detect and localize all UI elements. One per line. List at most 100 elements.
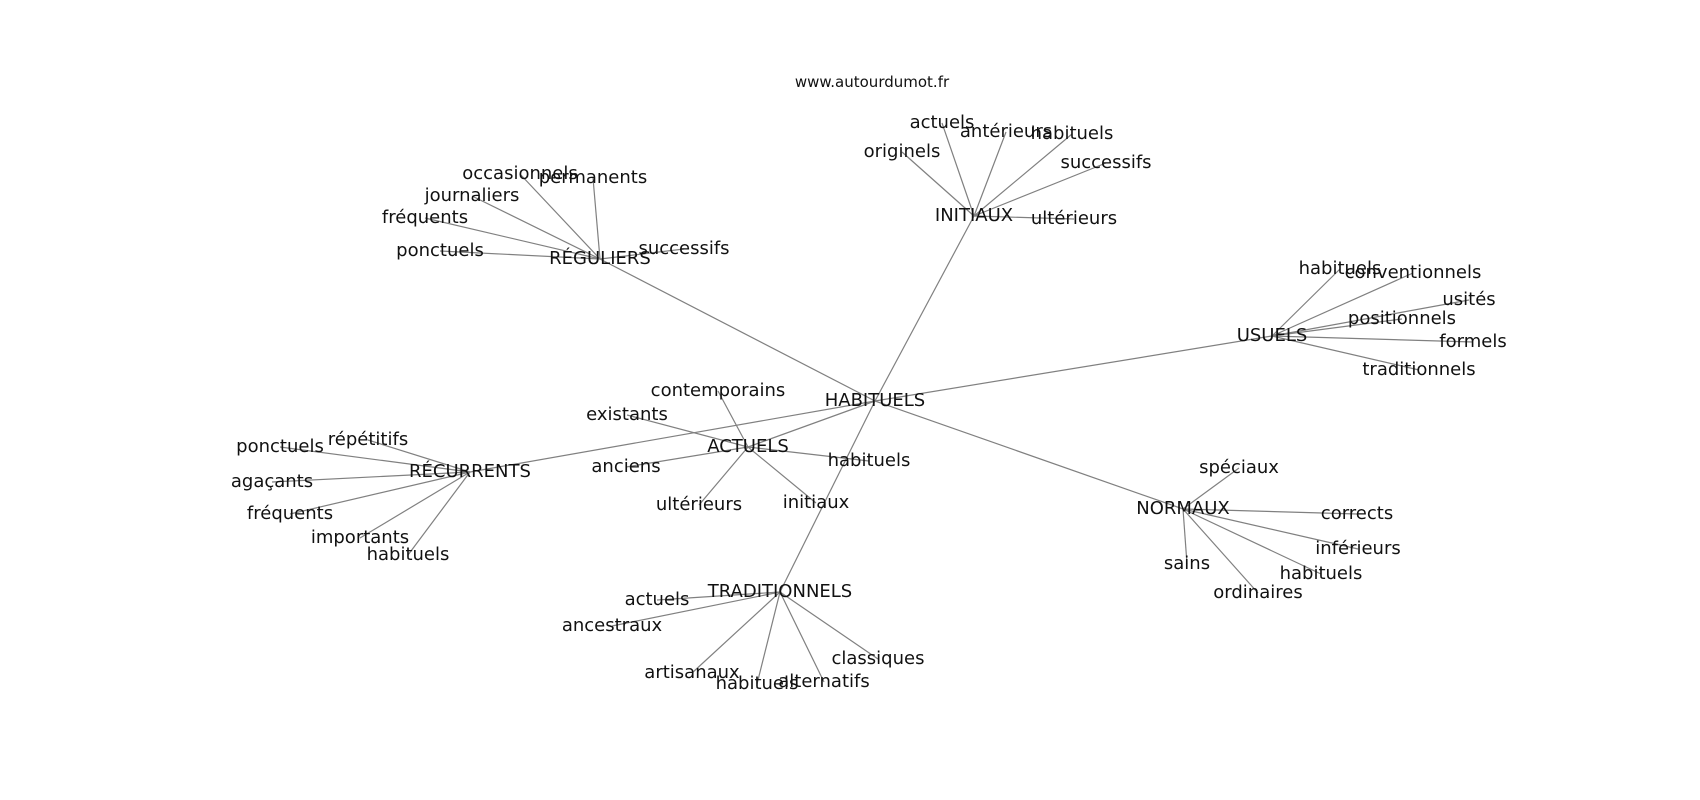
edge-actuels-child-3: [698, 446, 749, 506]
leaf-node-usuels-4[interactable]: formels: [1439, 331, 1506, 352]
leaf-node-reguliers-1[interactable]: permanents: [539, 167, 647, 188]
leaf-node-normaux-0[interactable]: spéciaux: [1199, 457, 1279, 478]
edge-normaux-child-1: [1182, 508, 1358, 515]
leaf-node-recurrents-3[interactable]: fréquents: [247, 503, 333, 524]
cluster-node-initiaux[interactable]: INITIAUX: [935, 205, 1013, 226]
watermark-text: www.autourdumot.fr: [794, 73, 950, 91]
edge-initiaux-child-4: [973, 215, 1075, 220]
leaf-node-initiaux-5[interactable]: originels: [864, 141, 941, 162]
leaf-node-traditionnels-0[interactable]: actuels: [625, 589, 690, 610]
edge-recurrents-child-2: [271, 471, 471, 483]
leaf-node-normaux-3[interactable]: sains: [1164, 553, 1210, 574]
leaf-node-reguliers-2[interactable]: journaliers: [424, 185, 520, 206]
leaf-node-traditionnels-1[interactable]: ancestraux: [562, 615, 663, 636]
leaf-node-reguliers-4[interactable]: ponctuels: [396, 240, 484, 261]
leaf-node-reguliers-5[interactable]: successifs: [638, 238, 729, 259]
edge-center-to-recurrents: [469, 400, 876, 473]
edge-recurrents-child-5: [407, 471, 471, 556]
edge-center-to-usuels: [874, 335, 1273, 402]
leaf-node-initiaux-1[interactable]: antérieurs: [960, 121, 1052, 142]
leaf-node-usuels-1[interactable]: conventionnels: [1345, 262, 1482, 283]
edge-normaux-child-5: [1182, 508, 1259, 594]
edge-actuels-child-2: [625, 446, 749, 468]
edge-center-to-actuels: [747, 400, 876, 448]
edge-traditionnels-child-1: [611, 591, 781, 627]
leaf-node-actuels-4[interactable]: initiaux: [783, 492, 850, 513]
leaf-node-recurrents-2[interactable]: agaçants: [231, 471, 313, 492]
leaf-node-recurrents-4[interactable]: importants: [311, 527, 409, 548]
edge-reguliers-child-5: [599, 248, 685, 260]
edge-actuels-child-0: [717, 390, 749, 448]
edge-center-to-initiaux: [874, 215, 975, 402]
edge-usuels-child-1: [1271, 272, 1414, 337]
leaf-node-traditionnels-5[interactable]: classiques: [832, 648, 925, 669]
leaf-node-traditionnels-2[interactable]: artisanaux: [644, 662, 740, 683]
leaf-node-initiaux-4[interactable]: ultérieurs: [1031, 208, 1117, 229]
cluster-node-normaux[interactable]: NORMAUX: [1136, 498, 1230, 519]
edge-normaux-child-3: [1182, 508, 1188, 565]
leaf-node-usuels-5[interactable]: traditionnels: [1362, 359, 1475, 380]
leaf-node-usuels-2[interactable]: usités: [1442, 289, 1495, 310]
edge-normaux-child-4: [1182, 508, 1322, 575]
edge-normaux-child-2: [1182, 508, 1359, 550]
edge-usuels-child-5: [1271, 335, 1420, 371]
cluster-node-recurrents[interactable]: RÉCURRENTS: [409, 460, 531, 482]
leaf-node-actuels-3[interactable]: ultérieurs: [656, 494, 742, 515]
leaf-node-reguliers-3[interactable]: fréquents: [382, 207, 468, 228]
edge-traditionnels-child-2: [691, 591, 781, 674]
edge-traditionnels-child-4: [779, 591, 825, 683]
edge-reguliers-child-2: [471, 195, 601, 260]
edge-reguliers-child-0: [519, 173, 601, 260]
leaf-node-initiaux-0[interactable]: actuels: [910, 112, 975, 133]
edge-initiaux-child-1: [973, 131, 1007, 217]
leaf-node-reguliers-0[interactable]: occasionnels: [462, 163, 578, 184]
leaf-node-actuels-5[interactable]: habituels: [828, 450, 911, 471]
leaf-node-recurrents-5[interactable]: habituels: [367, 544, 450, 565]
leaf-node-normaux-2[interactable]: inférieurs: [1315, 538, 1400, 559]
leaf-node-usuels-0[interactable]: habituels: [1299, 258, 1382, 279]
leaf-node-initiaux-2[interactable]: habituels: [1031, 123, 1114, 144]
leaf-node-recurrents-0[interactable]: ponctuels: [236, 436, 324, 457]
edge-usuels-child-4: [1271, 335, 1474, 343]
leaf-node-actuels-1[interactable]: existants: [586, 404, 668, 425]
edge-reguliers-child-3: [424, 217, 601, 260]
edge-center-to-reguliers: [599, 258, 876, 402]
edge-center-to-normaux: [874, 400, 1184, 510]
leaf-node-usuels-3[interactable]: positionnels: [1348, 308, 1456, 329]
center-node-label[interactable]: HABITUELS: [825, 390, 926, 411]
leaf-node-traditionnels-4[interactable]: alternatifs: [778, 671, 869, 692]
edge-actuels-child-1: [626, 414, 749, 448]
leaf-node-traditionnels-3[interactable]: habituels: [716, 673, 799, 694]
edge-reguliers-child-4: [439, 250, 601, 260]
edge-usuels-child-2: [1271, 299, 1470, 337]
cluster-node-reguliers[interactable]: RÉGULIERS: [549, 247, 651, 269]
edge-recurrents-child-4: [359, 471, 471, 539]
edge-initiaux-child-3: [973, 162, 1107, 217]
edge-normaux-child-0: [1182, 467, 1240, 510]
cluster-node-traditionnels[interactable]: TRADITIONNELS: [707, 581, 852, 602]
edge-actuels-child-4: [747, 446, 817, 504]
leaf-node-actuels-2[interactable]: anciens: [591, 456, 660, 477]
edge-traditionnels-child-3: [756, 591, 781, 685]
leaf-node-actuels-0[interactable]: contemporains: [651, 380, 786, 401]
edge-initiaux-child-5: [901, 151, 975, 217]
cluster-node-usuels[interactable]: USUELS: [1237, 325, 1308, 346]
leaf-node-normaux-4[interactable]: habituels: [1280, 563, 1363, 584]
edge-recurrents-child-1: [367, 439, 471, 473]
edge-recurrents-child-0: [279, 446, 471, 473]
edge-actuels-child-5: [747, 446, 870, 462]
edge-reguliers-child-1: [592, 177, 601, 260]
edge-center-to-traditionnels: [779, 400, 876, 593]
edge-recurrents-child-3: [289, 471, 471, 515]
leaf-node-normaux-1[interactable]: corrects: [1321, 503, 1393, 524]
edge-traditionnels-child-5: [779, 591, 879, 660]
leaf-node-recurrents-1[interactable]: répétitifs: [328, 429, 408, 450]
leaf-node-initiaux-3[interactable]: successifs: [1060, 152, 1151, 173]
edge-usuels-child-0: [1271, 268, 1341, 337]
leaf-node-normaux-5[interactable]: ordinaires: [1213, 582, 1302, 603]
edge-initiaux-child-2: [973, 133, 1073, 217]
edge-usuels-child-3: [1271, 318, 1403, 337]
cluster-node-actuels[interactable]: ACTUELS: [707, 436, 789, 457]
edge-traditionnels-child-0: [656, 591, 781, 601]
